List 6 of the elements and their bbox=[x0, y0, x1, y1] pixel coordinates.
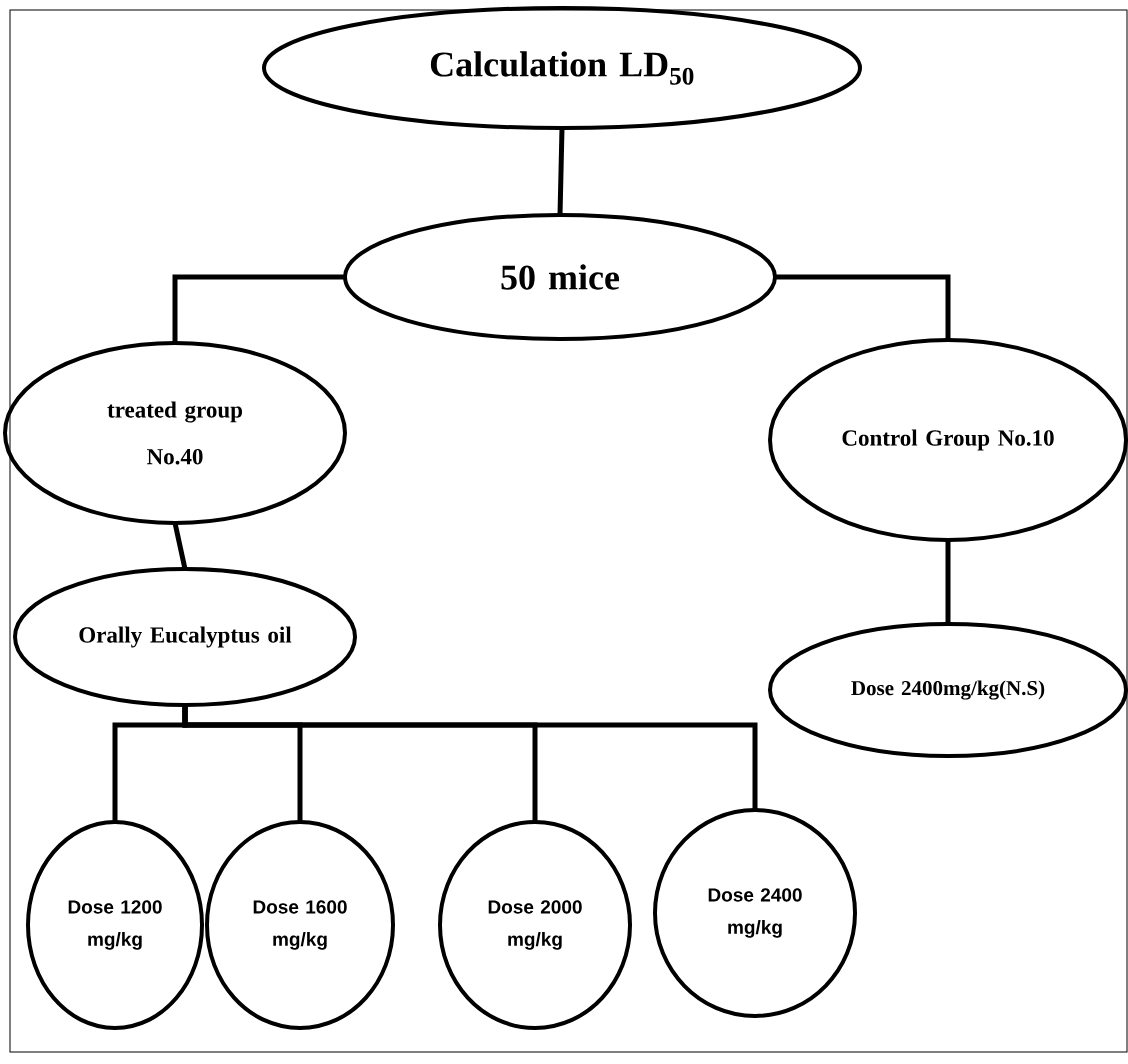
connector-line bbox=[172, 274, 345, 343]
connector-line bbox=[557, 127, 565, 216]
connector-line bbox=[775, 274, 951, 340]
connector-line bbox=[172, 522, 188, 570]
connector-line bbox=[182, 705, 758, 810]
connector-line bbox=[945, 540, 951, 624]
